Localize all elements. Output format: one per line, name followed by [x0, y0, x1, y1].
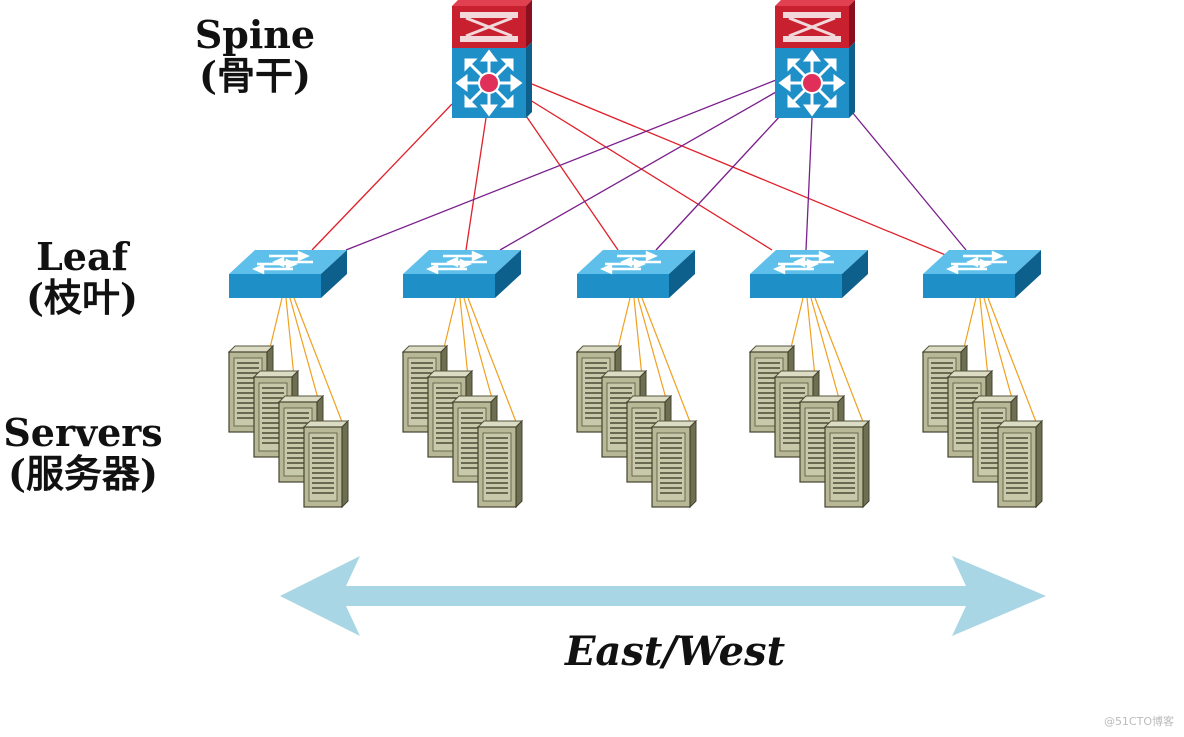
server-uplink: [637, 297, 668, 403]
server-uplink: [285, 297, 295, 378]
servers-label: Servers (服务器): [0, 412, 166, 494]
server-tower-icon: [303, 420, 349, 508]
leaf-label-line2: (枝叶): [26, 275, 138, 321]
leaf-switch-5: [921, 248, 1043, 300]
server-uplink: [616, 297, 631, 353]
spine-label-line2: (骨干): [199, 53, 311, 99]
server-tower-icon: [824, 420, 870, 508]
server-tower-icon: [997, 420, 1043, 508]
servers-label-line2: (服务器): [8, 451, 158, 497]
layer3-switch-icon: [773, 0, 857, 120]
server-uplink: [810, 297, 841, 403]
east-west-arrow: [280, 556, 1046, 636]
spine-switch-1: [450, 0, 534, 120]
server-uplink: [442, 297, 457, 353]
spine-switch-2: [773, 0, 857, 120]
server-uplink: [806, 297, 816, 378]
server-uplink: [641, 297, 693, 428]
leaf-label-line1: Leaf: [36, 234, 128, 279]
server-uplink: [814, 297, 866, 428]
server-racks: [228, 345, 1043, 508]
server-uplink: [987, 297, 1039, 428]
server-tower-icon: [477, 420, 523, 508]
layer3-switch-icon: [450, 0, 534, 120]
server-uplink: [979, 297, 989, 378]
server-links: [268, 297, 1039, 428]
spine2-links: [345, 79, 967, 251]
server-uplink: [633, 297, 643, 378]
watermark: @51CTO博客: [1103, 715, 1174, 728]
leaf-switch-4: [748, 248, 870, 300]
server-uplink: [962, 297, 977, 353]
leaf-switch-1: [227, 248, 349, 300]
leaf-switch-3: [575, 248, 697, 300]
server-uplink: [463, 297, 494, 403]
server-uplink: [268, 297, 283, 353]
leaf-label: Leaf (枝叶): [4, 236, 160, 318]
spine1-links: [311, 83, 949, 257]
server-uplink: [789, 297, 804, 353]
server-tower-icon: [651, 420, 697, 508]
leaf-switch-2: [401, 248, 523, 300]
spine-label: Spine (骨干): [180, 14, 330, 96]
server-uplink: [289, 297, 320, 403]
server-uplink: [459, 297, 469, 378]
server-uplink: [983, 297, 1014, 403]
east-west-label: East/West: [564, 628, 786, 675]
spine-label-line1: Spine: [194, 12, 316, 57]
server-uplink: [467, 297, 519, 428]
servers-label-line1: Servers: [3, 410, 163, 455]
server-uplink: [293, 297, 345, 428]
